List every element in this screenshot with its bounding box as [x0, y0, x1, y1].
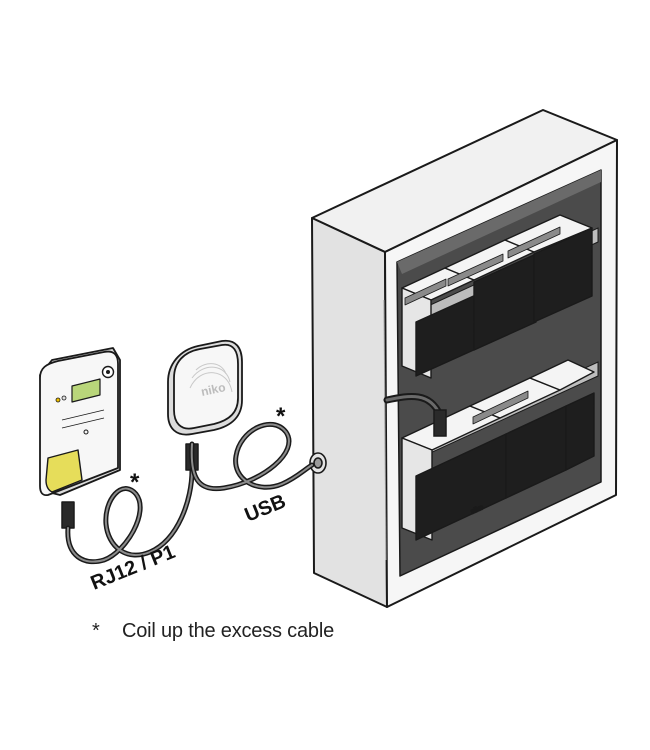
energy-meter — [39, 347, 121, 529]
electrical-cabinet — [311, 109, 618, 608]
rj12-p1-cable — [65, 467, 195, 565]
footnote-text: Coil up the excess cable — [122, 620, 334, 642]
usb-label: USB — [242, 490, 289, 526]
meter-display — [71, 378, 101, 403]
din-module — [504, 214, 593, 323]
coil-asterisk-usb: * — [276, 403, 286, 430]
footnote: * Coil up the excess cable — [92, 620, 334, 643]
rj12-p1-label: RJ12 / P1 — [88, 541, 179, 595]
din-module — [469, 377, 567, 499]
module-row-top — [401, 214, 593, 379]
module-row-bottom: niko — [401, 359, 595, 541]
footnote-marker: * — [92, 620, 100, 642]
meter-yellow-tag — [45, 449, 83, 493]
usb-cable — [189, 421, 315, 492]
coil-asterisk-rj12: * — [130, 469, 140, 496]
gateway-device: niko — [167, 339, 243, 471]
cable-gland — [309, 452, 327, 474]
gateway-brand-label: niko — [200, 380, 227, 399]
cabinet-internal-cable — [383, 393, 447, 437]
din-module — [529, 359, 595, 471]
